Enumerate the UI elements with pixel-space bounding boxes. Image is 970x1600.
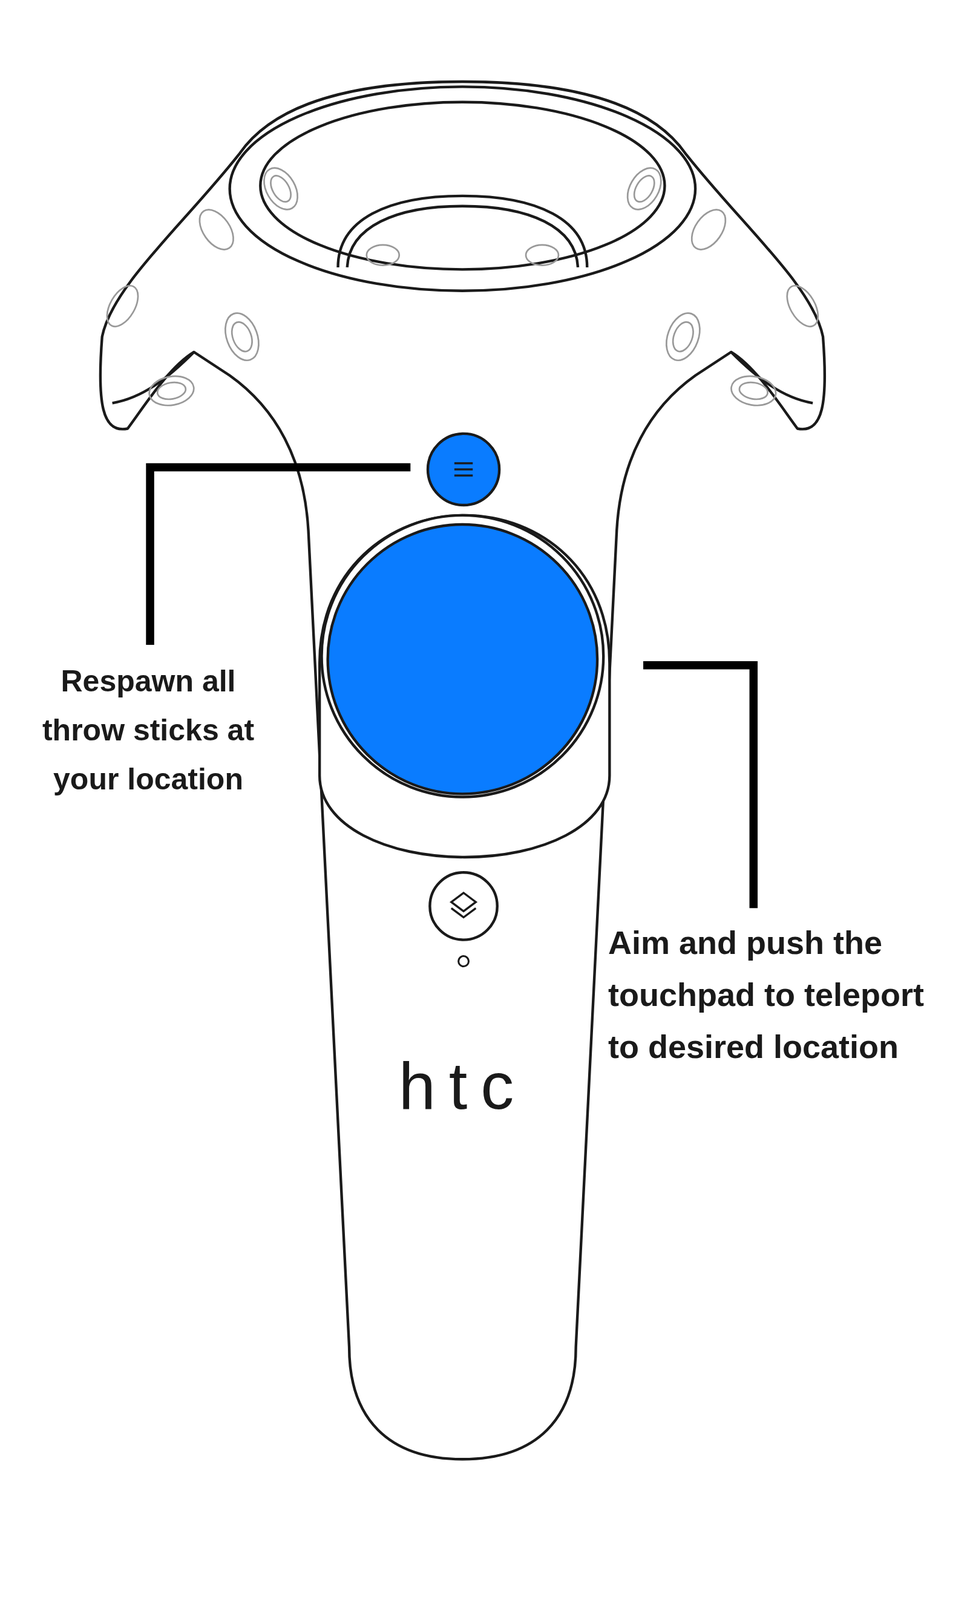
touchpad-rim (321, 515, 604, 798)
leader-line (150, 467, 411, 646)
ring-inner-well (347, 206, 578, 268)
sensor-dimples (100, 162, 825, 410)
touchpad-surround (319, 515, 610, 858)
leader-line (643, 665, 754, 909)
touchpad (327, 524, 598, 794)
menu-icon (454, 463, 473, 476)
brand-logo: htc (372, 1049, 554, 1123)
callout-label: Aim and push the touchpad to teleport to… (608, 916, 954, 1073)
system-icon (451, 893, 476, 918)
tracking-ring-inner (260, 102, 665, 270)
system-button (429, 872, 497, 940)
ring-inner-well (338, 196, 588, 268)
menu-button (427, 433, 500, 506)
status-light (458, 956, 469, 967)
tracking-ring (229, 86, 696, 291)
callout-label: Respawn all throw sticks at your locatio… (21, 657, 276, 805)
